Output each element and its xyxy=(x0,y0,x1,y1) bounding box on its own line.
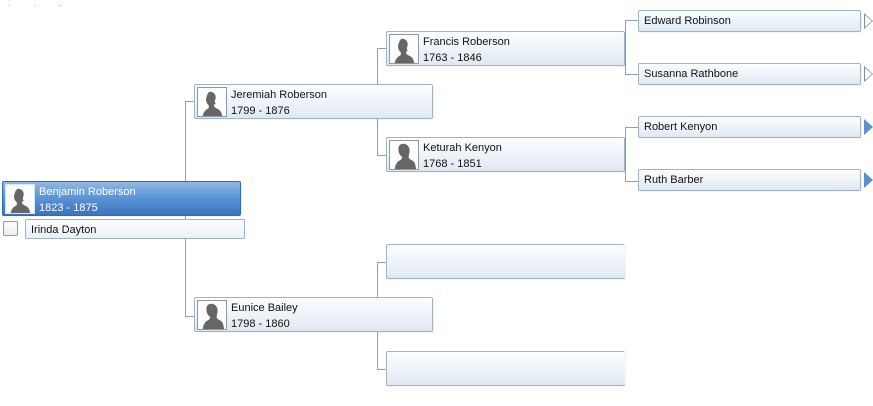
top-dots: · · · xyxy=(8,0,72,10)
person-dates: 1823 - 1875 xyxy=(39,202,98,214)
person-silhouette-icon xyxy=(197,300,227,330)
connector-grandfather-ggp xyxy=(625,20,626,75)
person-card-great-grandparent[interactable]: Robert Kenyon xyxy=(638,116,861,138)
expand-arrow-icon[interactable] xyxy=(864,13,873,29)
spouse-card[interactable]: Irinda Dayton xyxy=(25,219,245,239)
connector-ggp3-branch xyxy=(625,127,638,128)
person-card-great-grandparent[interactable]: Susanna Rathbone xyxy=(638,63,861,85)
spouse-checkbox[interactable] xyxy=(3,221,18,236)
person-dates: 1798 - 1860 xyxy=(231,318,290,330)
person-silhouette-icon xyxy=(389,140,419,170)
connector-empty-top-branch xyxy=(377,262,386,263)
person-silhouette-icon xyxy=(5,184,35,214)
person-dates: 1768 - 1851 xyxy=(423,158,482,170)
connector-ggp2-branch xyxy=(625,74,638,75)
connector-grandfather-branch xyxy=(377,48,386,49)
connector-ggp1-branch xyxy=(625,20,638,21)
person-name: Jeremiah Roberson xyxy=(231,89,327,101)
expand-arrow-icon[interactable] xyxy=(864,66,873,82)
person-name: Susanna Rathbone xyxy=(644,68,739,80)
person-dates: 1799 - 1876 xyxy=(231,105,290,117)
person-name: Benjamin Roberson xyxy=(39,186,136,198)
person-card-root[interactable]: Benjamin Roberson 1823 - 1875 xyxy=(2,181,241,216)
connector-empty-bottom-branch xyxy=(377,369,386,370)
expand-arrow-icon[interactable] xyxy=(864,172,873,188)
person-silhouette-icon xyxy=(197,87,227,117)
person-card-paternal-grandfather[interactable]: Francis Roberson 1763 - 1846 xyxy=(386,31,625,66)
person-dates: 1763 - 1846 xyxy=(423,52,482,64)
expand-arrow-icon[interactable] xyxy=(864,119,873,135)
person-card-great-grandparent[interactable]: Ruth Barber xyxy=(638,169,861,191)
connector-ggp4-branch xyxy=(625,181,638,182)
connector-grandmother-branch xyxy=(377,155,386,156)
person-card-father[interactable]: Jeremiah Roberson 1799 - 1876 xyxy=(194,84,433,119)
person-card-mother[interactable]: Eunice Bailey 1798 - 1860 xyxy=(194,297,433,332)
connector-mother-branch xyxy=(185,316,194,317)
spouse-name: Irinda Dayton xyxy=(31,224,97,236)
person-name: Ruth Barber xyxy=(644,174,704,186)
connector-grandmother-ggp xyxy=(625,127,626,182)
person-name: Keturah Kenyon xyxy=(423,142,502,154)
person-card-empty-maternal-grandfather[interactable] xyxy=(386,244,625,279)
connector-father-branch xyxy=(185,101,194,102)
person-card-great-grandparent[interactable]: Edward Robinson xyxy=(638,10,861,32)
person-card-empty-maternal-grandmother[interactable] xyxy=(386,351,625,386)
person-name: Eunice Bailey xyxy=(231,302,298,314)
person-name: Francis Roberson xyxy=(423,36,510,48)
person-card-paternal-grandmother[interactable]: Keturah Kenyon 1768 - 1851 xyxy=(386,137,625,172)
person-name: Robert Kenyon xyxy=(644,121,718,133)
person-name: Edward Robinson xyxy=(644,15,731,27)
person-silhouette-icon xyxy=(389,34,419,64)
